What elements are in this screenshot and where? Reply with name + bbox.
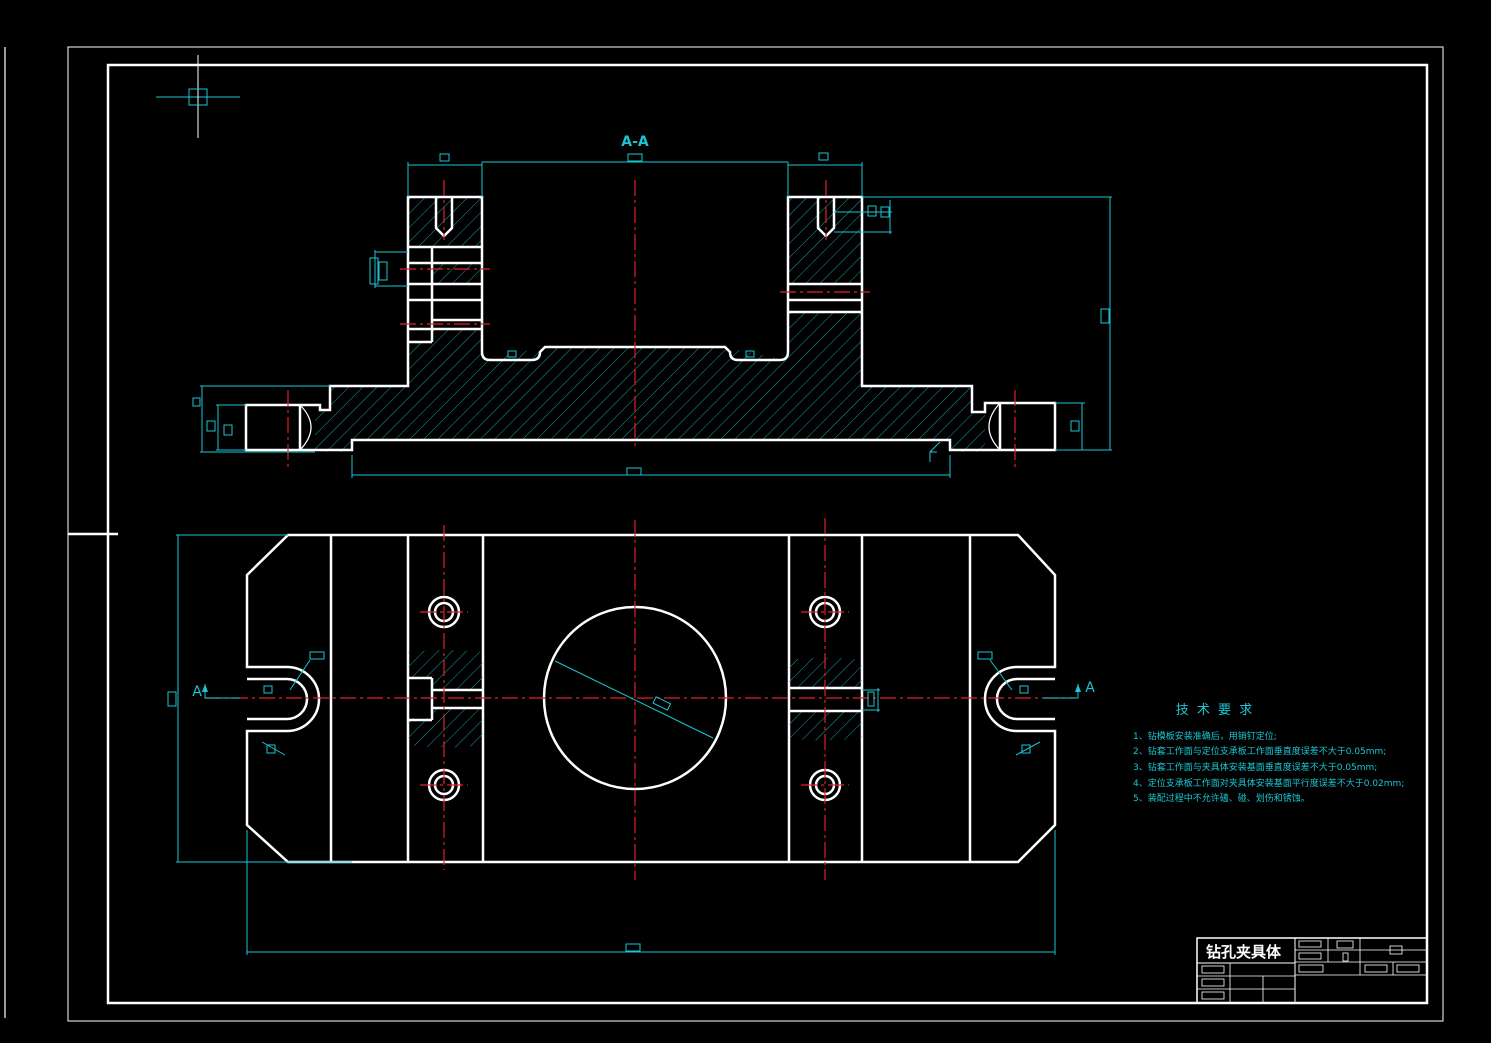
section-marker-right: A: [1085, 680, 1095, 696]
plan-outline: [245, 533, 1057, 864]
plan-hatching: [408, 650, 862, 748]
tech-req-item: 2、钻套工作面与定位支承板工作面垂直度误差不大于0.05mm;: [1133, 745, 1386, 757]
tech-req-item: 1、钻模板安装准确后，用销钉定位;: [1133, 730, 1277, 742]
section-view-a-a: A-A: [192, 134, 1112, 478]
section-outline: [244, 195, 1057, 452]
technical-requirements: 技 术 要 求 1、钻模板安装准确后，用销钉定位; 2、钻套工作面与定位支承板工…: [1133, 703, 1404, 804]
plan-view: A A: [167, 518, 1095, 955]
section-dimensions: [192, 152, 1112, 478]
tech-req-item: 5、装配过程中不允许磕、碰、划伤和锈蚀。: [1133, 792, 1310, 804]
plan-dimensions: [167, 534, 1081, 955]
title-block: 钻孔夹具体: [1196, 937, 1428, 1004]
title-block-part-name: 钻孔夹具体: [1206, 943, 1282, 961]
section-hatching: [315, 197, 985, 452]
section-marker-left: A: [192, 684, 202, 700]
section-label: A-A: [621, 134, 649, 150]
ucs-crosshair-icon: [156, 55, 240, 138]
drawing-frame: [4, 46, 1444, 1022]
tech-req-item: 4、定位支承板工作面对夹具体安装基面平行度误差不大于0.02mm;: [1133, 777, 1404, 789]
tech-req-item: 3、钻套工作面与夹具体安装基面垂直度误差不大于0.05mm;: [1133, 761, 1377, 773]
tech-req-heading: 技 术 要 求: [1176, 703, 1254, 718]
